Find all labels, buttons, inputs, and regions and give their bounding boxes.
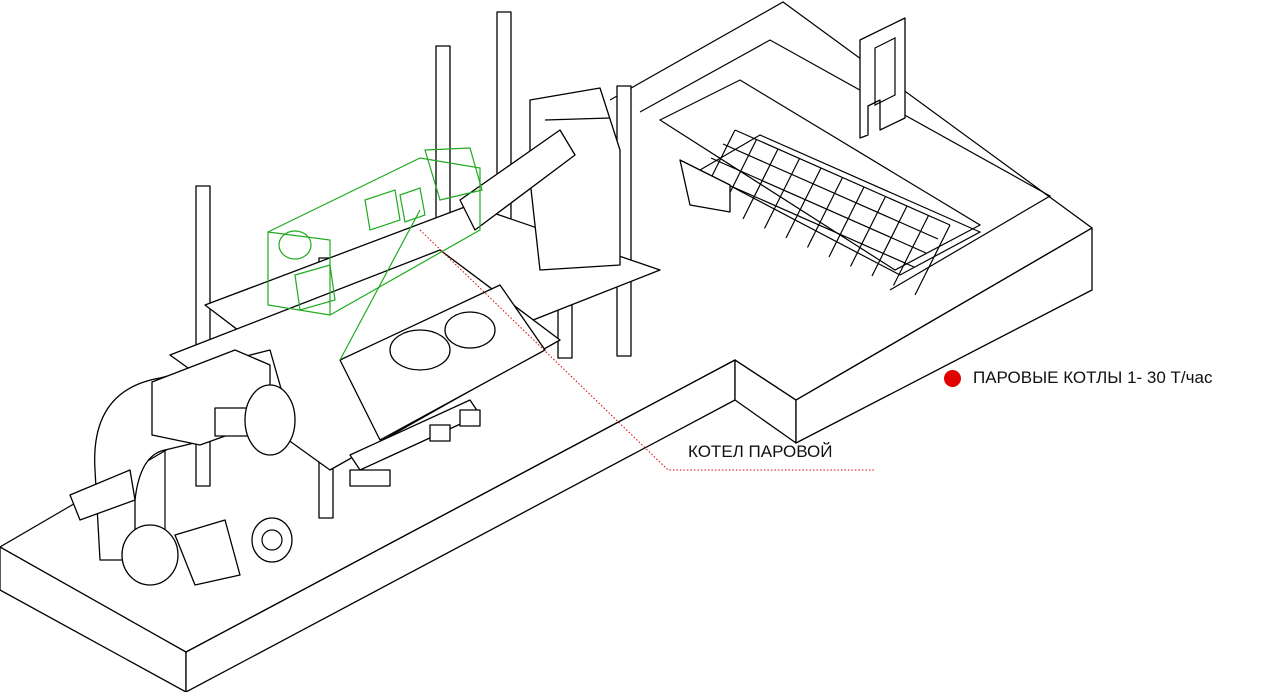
foundation-slab xyxy=(0,1,1094,692)
conveyor-slat xyxy=(892,215,930,286)
red-dot-icon xyxy=(944,369,961,387)
steam-boiler-highlighted xyxy=(267,147,483,361)
portal-frame xyxy=(859,17,906,139)
conveyor-slat xyxy=(763,158,801,229)
conveyor-rail xyxy=(710,157,927,254)
boiler-body xyxy=(339,284,546,487)
legend-label: ПАРОВЫЕ КОТЛЫ 1- 30 Т/час xyxy=(973,368,1213,387)
conveyor-slat xyxy=(742,148,779,220)
feed-conveyor xyxy=(658,79,982,296)
conveyor-rail xyxy=(698,171,915,268)
legend-item: ПАРОВЫЕ КОТЛЫ 1- 30 Т/час xyxy=(944,368,1212,388)
conveyor-slat xyxy=(785,167,822,239)
conveyor-slat xyxy=(914,224,951,296)
conveyor-slat xyxy=(806,177,844,248)
callout-leader-line xyxy=(419,229,875,471)
conveyor-rail xyxy=(722,143,939,240)
flue-ductwork xyxy=(69,349,296,586)
conveyor-slat xyxy=(828,186,865,258)
conveyor-slat xyxy=(871,205,908,277)
boiler-callout-label: КОТЕЛ ПАРОВОЙ xyxy=(688,442,833,461)
conveyor-slat xyxy=(849,196,887,267)
conveyor-rail xyxy=(734,129,951,226)
